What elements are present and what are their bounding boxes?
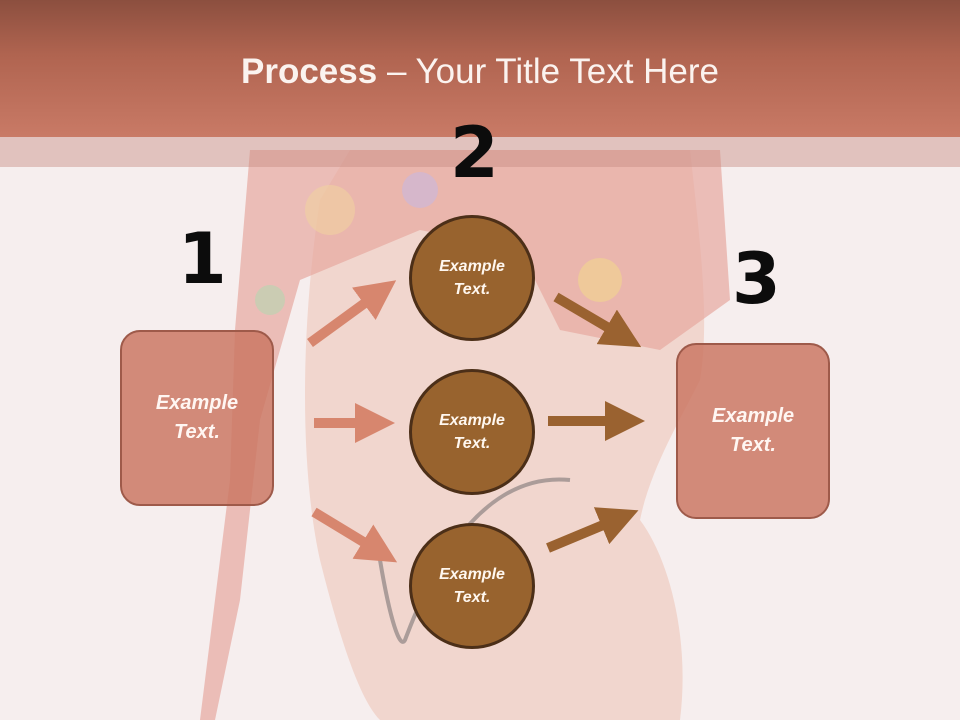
- step-number-3: 3: [732, 238, 781, 320]
- arrow-right-up: [546, 507, 639, 553]
- right-box: Example Text.: [676, 343, 830, 519]
- circle-bottom: Example Text.: [409, 523, 535, 649]
- arrow-left-up: [307, 280, 397, 348]
- circle-middle: Example Text.: [409, 369, 535, 495]
- right-box-text: Example Text.: [711, 405, 795, 456]
- title-strip: [0, 137, 960, 167]
- left-box-text: Example Text.: [155, 392, 239, 443]
- circle-top: Example Text.: [409, 215, 535, 341]
- left-box: Example Text.: [120, 330, 274, 506]
- circle-top-text: Example Text.: [439, 258, 505, 298]
- arrow-right-down: [553, 292, 642, 348]
- title-rest: – Your Title Text Here: [377, 52, 719, 91]
- circle-middle-text: Example Text.: [439, 412, 505, 452]
- step-number-1: 1: [178, 218, 227, 300]
- circle-bottom-text: Example Text.: [439, 566, 505, 606]
- title-bar: [0, 0, 960, 137]
- arrow-left-down: [311, 507, 398, 563]
- title-bold: Process: [241, 52, 378, 91]
- step-number-2: 2: [450, 112, 499, 194]
- page-title: Process – Your Title Text Here: [0, 52, 960, 92]
